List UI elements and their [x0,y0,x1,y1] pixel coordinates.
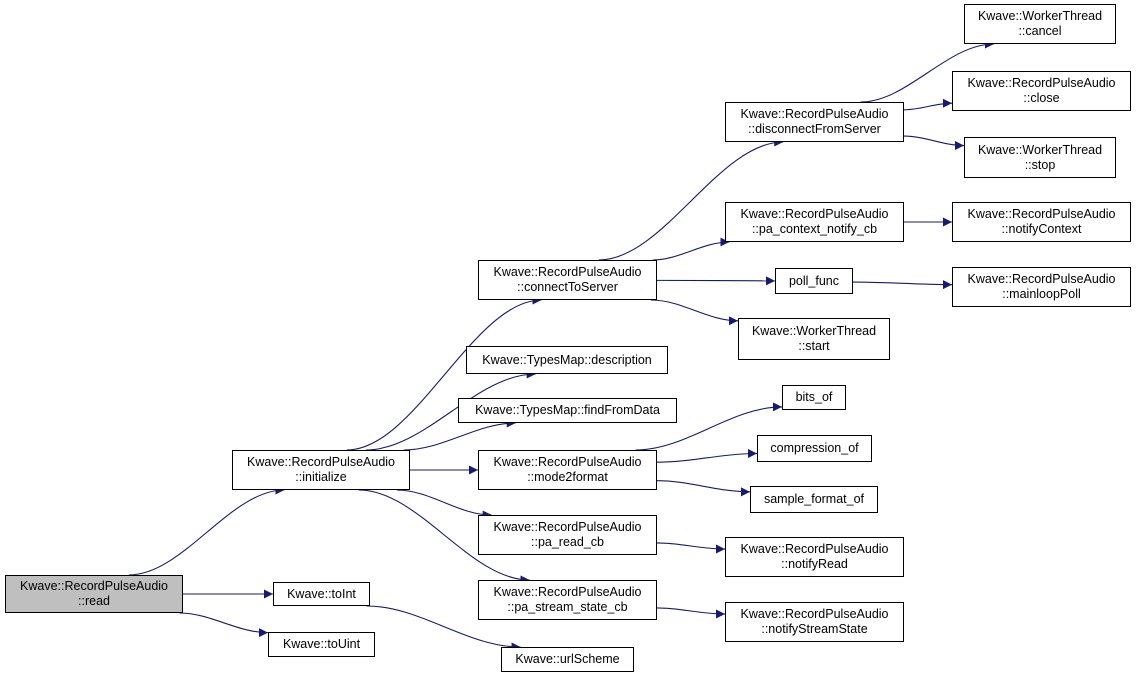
edge-disconnectFromServer-to-stop [903,135,965,151]
node-record-pulse-audio-pa-stream-state-cb[interactable]: Kwave::RecordPulseAudio ::pa_stream_stat… [478,580,657,620]
edge-initialize-to-pa_stream_state_cb [358,489,530,585]
node-label-line-1: sample_format_of [763,492,865,506]
edge-pa_read_cb-to-notifyRead [656,542,726,554]
node-label-line-1: Kwave::toUint [282,637,361,651]
node-record-pulse-audio-close[interactable]: Kwave::RecordPulseAudio ::close [952,71,1131,111]
node-label-line-2: ::close [1023,91,1060,105]
node-record-pulse-audio-notify-context[interactable]: Kwave::RecordPulseAudio ::notifyContext [952,202,1131,242]
node-label-line-1: Kwave::WorkerThread [977,9,1103,23]
edge-mode2format-to-bits_of [635,402,783,451]
node-label-line-2: ::notifyStreamState [761,622,868,636]
edge-toInt-to-urlScheme [366,605,521,652]
node-compression-of[interactable]: compression_of [757,435,872,462]
edge-pa_stream_state_cb-to-notifyStreamState [656,607,726,619]
edge-initialize-to-pa_read_cb [396,489,492,520]
node-label-line-2: ::pa_stream_state_cb [507,600,628,614]
node-label-line-1: Kwave::RecordPulseAudio [493,265,642,279]
node-record-pulse-audio-mainloop-poll[interactable]: Kwave::RecordPulseAudio ::mainloopPoll [952,267,1131,307]
node-label-line-1: Kwave::RecordPulseAudio [740,107,889,121]
node-bits-of[interactable]: bits_of [782,385,846,410]
node-label-line-1: Kwave::toInt [287,586,356,601]
node-record-pulse-audio-mode2format[interactable]: Kwave::RecordPulseAudio ::mode2format [478,450,657,490]
node-worker-thread-start[interactable]: Kwave::WorkerThread ::start [738,318,890,360]
edge-connectToServer-to-start [651,299,739,326]
node-label-line-2: ::pa_context_notify_cb [751,222,878,236]
edge-initialize-to-findFromData [403,418,516,451]
edges-layer [128,39,994,652]
node-label-line-1: Kwave::RecordPulseAudio [493,585,642,599]
node-record-pulse-audio-disconnect-from-server[interactable]: Kwave::RecordPulseAudio ::disconnectFrom… [725,102,904,142]
node-label-line-2: ::mainloopPoll [1002,287,1081,301]
node-types-map-description[interactable]: Kwave::TypesMap::description [466,346,668,374]
node-label-line-2: ::stop [1024,157,1056,172]
node-label-line-1: Kwave::RecordPulseAudio [967,272,1116,286]
edge-disconnectFromServer-to-close [903,98,953,111]
node-record-pulse-audio-notify-stream-state[interactable]: Kwave::RecordPulseAudio ::notifyStreamSt… [725,602,904,642]
node-record-pulse-audio-connect-to-server[interactable]: Kwave::RecordPulseAudio ::connectToServe… [478,260,657,300]
node-label-line-1: Kwave::WorkerThread [977,142,1103,157]
node-label-line-2: ::mode2format [527,470,608,484]
node-label-line-1: Kwave::RecordPulseAudio [493,455,642,469]
node-label-line-2: ::initialize [295,470,347,484]
node-record-pulse-audio-pa-context-notify-cb[interactable]: Kwave::RecordPulseAudio ::pa_context_not… [725,202,904,242]
node-label-line-1: bits_of [795,390,833,404]
node-label-line-1: Kwave::WorkerThread [751,324,877,338]
edge-initialize-to-connectToServer [346,295,542,451]
node-to-int[interactable]: Kwave::toInt [273,582,370,606]
edge-disconnectFromServer-to-cancel [860,39,994,103]
node-label-line-2: ::notifyContext [1001,222,1082,236]
edge-mode2format-to-compression_of [656,449,758,463]
node-types-map-find-from-data[interactable]: Kwave::TypesMap::findFromData [458,398,677,423]
node-record-pulse-audio-notify-read[interactable]: Kwave::RecordPulseAudio ::notifyRead [725,537,904,577]
node-record-pulse-audio-read[interactable]: Kwave::RecordPulseAudio ::read [5,575,183,613]
edge-poll_func-to-mainloopPoll [852,280,953,290]
node-label-line-1: Kwave::RecordPulseAudio [740,207,889,221]
node-label-line-2: ::start [798,339,830,353]
node-label-line-2: ::read [78,594,110,608]
node-label-line-1: Kwave::RecordPulseAudio [967,207,1116,221]
node-label-line-1: Kwave::RecordPulseAudio [967,76,1116,90]
node-label-line-1: compression_of [770,441,859,455]
node-label-line-1: Kwave::RecordPulseAudio [740,607,889,621]
edge-connectToServer-to-disconnectFromServer [598,137,784,261]
node-label-line-1: Kwave::TypesMap::findFromData [475,403,660,417]
node-label-line-1: Kwave::TypesMap::description [482,352,652,367]
node-url-scheme[interactable]: Kwave::urlScheme [501,647,634,672]
node-to-uint[interactable]: Kwave::toUint [268,632,375,657]
node-record-pulse-audio-initialize[interactable]: Kwave::RecordPulseAudio ::initialize [232,450,410,490]
node-label-line-2: ::notifyRead [781,557,848,571]
edge-read-to-initialize [128,485,285,576]
node-record-pulse-audio-pa-read-cb[interactable]: Kwave::RecordPulseAudio ::pa_read_cb [478,515,657,555]
node-label-line-1: Kwave::urlScheme [515,652,620,666]
node-label-line-2: ::cancel [1018,24,1062,38]
node-label-line-2: ::pa_read_cb [531,535,604,549]
node-sample-format-of[interactable]: sample_format_of [750,486,878,513]
node-worker-thread-cancel[interactable]: Kwave::WorkerThread ::cancel [964,4,1116,44]
edge-mode2format-to-sample_format_of [656,480,751,497]
edge-connectToServer-to-pa_context_notify_cb [652,237,730,261]
node-label-line-1: Kwave::RecordPulseAudio [20,579,168,593]
node-label-line-1: poll_func [788,273,840,288]
node-label-line-1: Kwave::RecordPulseAudio [247,455,395,469]
node-poll-func[interactable]: poll_func [775,268,853,294]
node-label-line-1: Kwave::RecordPulseAudio [740,542,889,556]
edge-initialize-to-description [365,369,536,451]
node-label-line-2: ::connectToServer [517,280,618,294]
edge-read-to-toUint [179,612,269,638]
node-label-line-1: Kwave::RecordPulseAudio [493,520,642,534]
node-label-line-2: ::disconnectFromServer [748,122,881,136]
node-worker-thread-stop[interactable]: Kwave::WorkerThread ::stop [964,137,1116,178]
